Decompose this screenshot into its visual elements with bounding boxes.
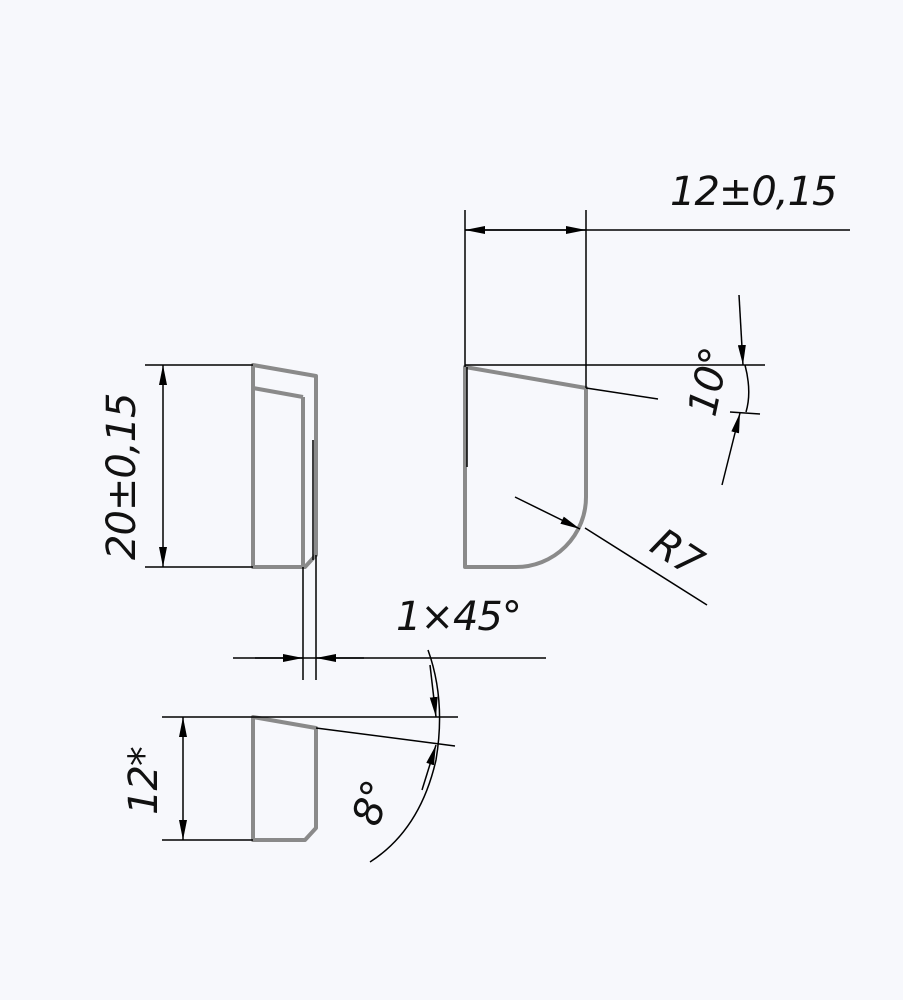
radius-label: R7 <box>643 520 712 587</box>
front-view-outline <box>463 365 588 569</box>
height-left-dimension: 20±0,15 <box>99 364 253 568</box>
angle-bottom-dimension: 8° <box>253 649 458 863</box>
height-bottom-label: 12* <box>121 747 167 815</box>
side-view-outline <box>251 363 318 569</box>
radius-dimension: R7 <box>514 496 712 606</box>
width-top-label: 12±0,15 <box>670 169 836 215</box>
front-view <box>463 365 588 569</box>
side-view <box>251 363 318 569</box>
angle-top-label: 10° <box>680 344 739 420</box>
side-view-top-edge <box>252 386 304 399</box>
height-left-label: 20±0,15 <box>99 394 145 560</box>
width-top-dimension: 12±0,15 <box>464 169 850 388</box>
bottom-view-outline <box>251 715 318 842</box>
chamfer-label: 1×45° <box>396 594 521 640</box>
chamfer-dimension: 1×45° <box>233 555 546 680</box>
height-bottom-dimension: 12* <box>121 716 253 841</box>
angle-top-dimension: 10° <box>465 294 765 486</box>
angle-bottom-label: 8° <box>344 776 401 832</box>
bottom-view <box>251 715 318 842</box>
